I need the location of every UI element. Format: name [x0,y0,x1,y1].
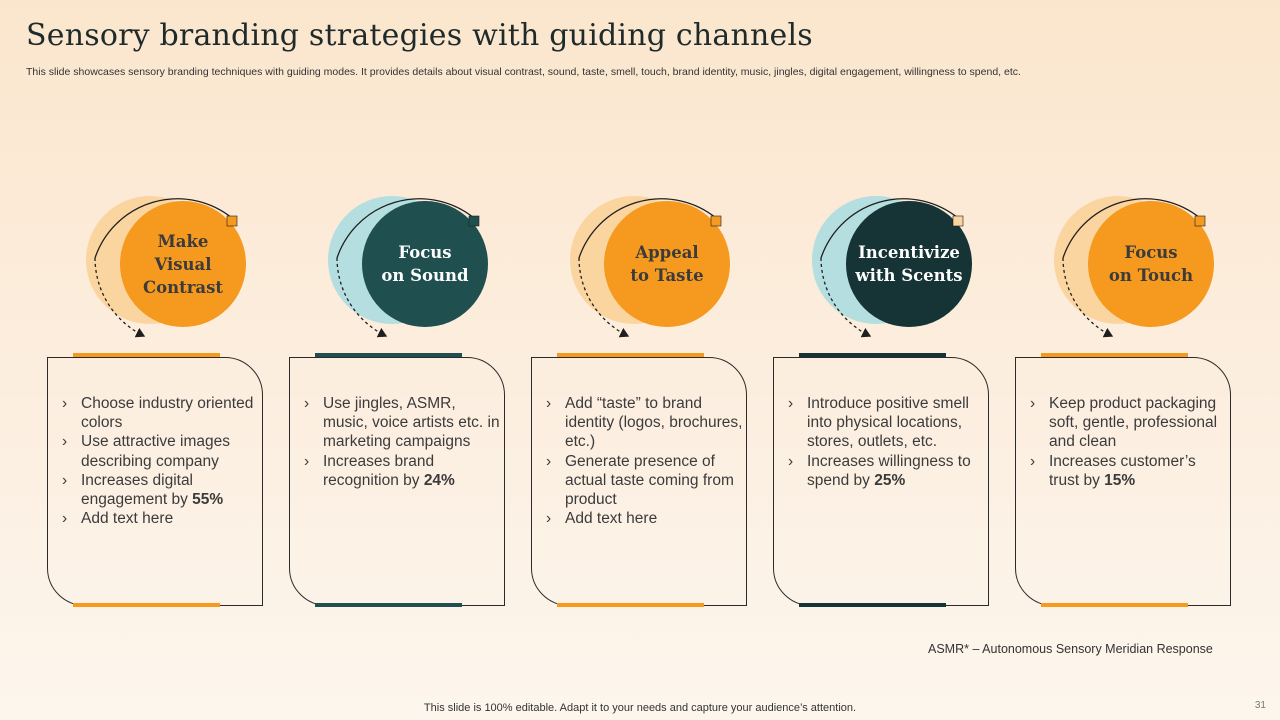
strategy-bullet-list: Introduce positive smell into physical l… [786,394,986,490]
square-marker [468,215,480,227]
bullet-item: Introduce positive smell into physical l… [786,394,986,452]
front-circle [604,201,730,327]
dashed-arrow-arc [1062,257,1114,338]
accent-bar-top [73,353,220,357]
strategy-bullet-list: Add “taste” to brand identity (logos, br… [544,394,744,529]
bullet-stat: 55% [192,491,224,509]
strategy-heading: Focus on Touch [1108,243,1194,285]
strategy-heading: Make Visual Contrast [142,231,224,297]
accent-bar-bot [799,603,946,607]
bullet-item: Increases willingness to spend by 25% [786,452,986,490]
strategy-heading: Appeal to Taste [630,243,704,285]
accent-bar-top [557,353,704,357]
bullet-text: Use attractive images describing company [81,433,231,470]
square-marker [1194,215,1206,227]
bullet-text: Keep product packaging soft, gentle, pro… [1049,395,1218,451]
strategy-bullet-list: Use jingles, ASMR, music, voice artists … [302,394,502,490]
slide-subtitle: This slide showcases sensory branding te… [26,66,1021,78]
accent-bar-bot [1041,603,1188,607]
bullet-item: Increases brand recognition by 24% [302,452,502,490]
bullet-text: Increases willingness to spend by [807,452,971,489]
square-marker [226,215,238,227]
strategy-column-taste: Appeal to TasteAdd “taste” to brand iden… [524,170,754,615]
strategy-column-sound: Focus on SoundUse jingles, ASMR, music, … [282,170,512,615]
dashed-arrow-arc [820,257,872,338]
bullet-item: Increases digital engagement by 55% [60,471,260,509]
strategy-column-touch: Focus on TouchKeep product packaging sof… [1008,170,1238,615]
outer-arc [94,198,233,259]
bullet-text: Use jingles, ASMR, music, voice artists … [323,395,500,451]
strategy-bullet-list: Keep product packaging soft, gentle, pro… [1028,394,1228,490]
strategy-icon-graphic [1054,196,1214,338]
slide-title: Sensory branding strategies with guiding… [26,18,813,53]
accent-bar-top [1041,353,1188,357]
accent-bar-top [315,353,462,357]
outer-arc [578,198,717,259]
bullet-item: Keep product packaging soft, gentle, pro… [1028,394,1228,452]
bullet-item: Add text here [544,509,744,528]
asmr-footnote: ASMR* – Autonomous Sensory Meridian Resp… [928,642,1213,656]
strategy-icon-graphic [328,196,488,338]
bullet-text: Add text here [81,510,174,528]
bullet-item: Use attractive images describing company [60,432,260,470]
strategy-heading: Focus on Sound [381,243,469,285]
bullet-text: Increases digital engagement by [81,471,194,509]
bullet-stat: 25% [874,471,906,489]
dashed-arrow-arc [336,257,388,338]
slide-footer: This slide is 100% editable. Adapt it to… [423,702,857,714]
bullet-item: Increases customer’s trust by 15% [1028,452,1228,490]
strategy-icon-graphic [812,196,972,338]
outer-arc [336,198,475,259]
front-circle [120,201,246,327]
accent-bar-top [799,353,946,357]
bullet-text: Introduce positive smell into physical l… [807,395,969,451]
bullet-text: Increases brand recognition by [323,452,435,489]
accent-bar-bot [315,603,462,607]
bullet-item: Add text here [60,509,260,528]
bullet-text: Add text here [565,510,658,528]
bullet-item: Add “taste” to brand identity (logos, br… [544,394,744,452]
bullet-text: Add “taste” to brand identity (logos, br… [565,395,743,451]
bullet-text: Generate presence of actual taste coming… [565,452,734,509]
outer-arc [820,198,959,259]
bullet-stat: 15% [1104,471,1136,489]
strategy-icon-graphic [570,196,730,338]
strategy-heading: Incentivize with Scents [855,243,963,285]
bullet-stat: 24% [423,471,455,489]
bullet-text: Increases customer’s trust by [1049,452,1196,489]
front-circle [362,201,488,327]
bullet-item: Use jingles, ASMR, music, voice artists … [302,394,502,452]
strategy-bullet-list: Choose industry oriented colorsUse attra… [60,394,260,529]
bullet-item: Generate presence of actual taste coming… [544,452,744,510]
front-circle [846,201,972,327]
dashed-arrow-arc [94,257,146,338]
page-number: 31 [1254,700,1266,711]
strategy-icon-graphic [86,196,246,338]
strategy-column-visual: Make Visual ContrastChoose industry orie… [40,170,270,615]
accent-bar-bot [73,603,220,607]
square-marker [710,215,722,227]
outer-arc [1062,198,1201,259]
accent-bar-bot [557,603,704,607]
square-marker [952,215,964,227]
front-circle [1088,201,1214,327]
dashed-arrow-arc [578,257,630,338]
bullet-text: Choose industry oriented colors [81,395,254,432]
bullet-item: Choose industry oriented colors [60,394,260,432]
strategy-column-scents: Incentivize with ScentsIntroduce positiv… [766,170,996,615]
